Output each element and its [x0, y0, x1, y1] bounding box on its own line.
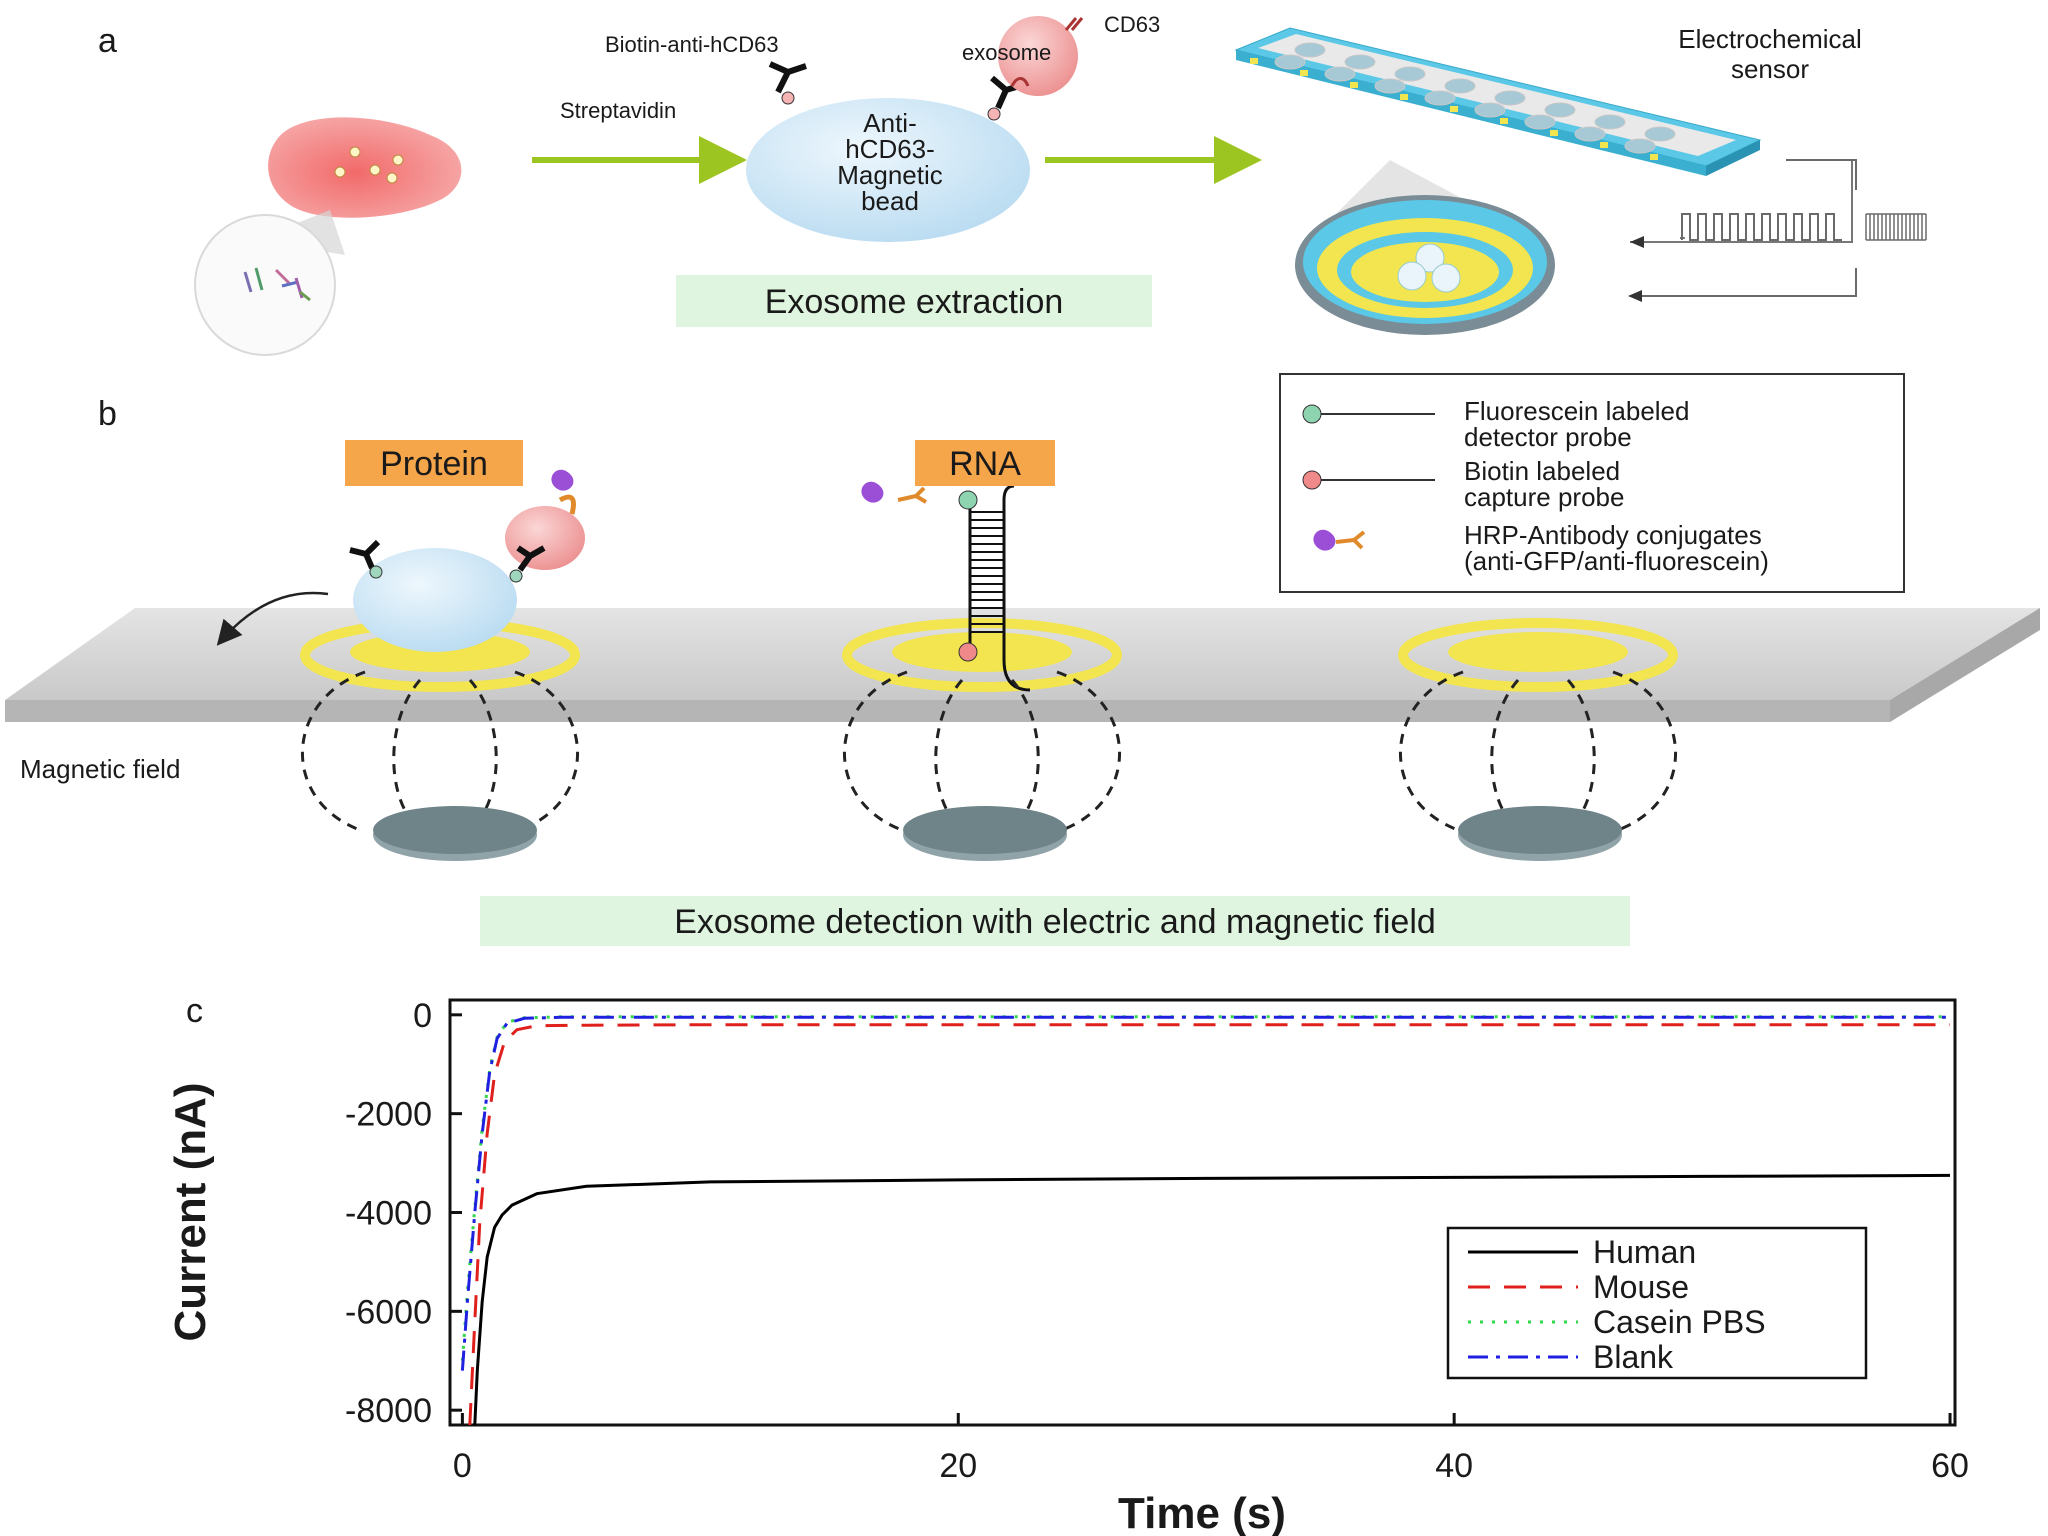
- electrochemical-sensor-chip: [1234, 27, 1762, 176]
- square-wave-visible: [1681, 213, 1842, 241]
- biotin-probe-icon: [1302, 470, 1322, 490]
- legend-3-line-2: (anti-GFP/anti-fluorescein): [1464, 546, 1769, 576]
- y-tick-label: -4000: [345, 1195, 432, 1233]
- panel-a-letter: a: [98, 22, 117, 60]
- panel-c-letter: c: [186, 992, 203, 1030]
- electrode-protein: [216, 469, 585, 692]
- sensor-label-line-1: Electrochemical: [1678, 24, 1862, 54]
- antibody-icon: [768, 61, 807, 94]
- legend-label: Casein PBS: [1593, 1304, 1766, 1340]
- tissue-sample: [194, 117, 462, 356]
- extraction-box: [676, 275, 1152, 327]
- panel-c: c 0 20 40 60 0 -2000 -4000 -6000 -8000 Time (s) …: [166, 992, 1969, 1536]
- legend-1-line-1: Fluorescein labeled: [1464, 396, 1689, 426]
- y-tick-label: 0: [413, 997, 432, 1035]
- sensor-label-line-2: sensor: [1731, 54, 1809, 84]
- panel-a: a Biotin-anti-hCD63 Streptavidin Anti-: [98, 12, 1927, 356]
- y-axis-title: Current (nA): [166, 1082, 215, 1341]
- x-tick-label: 40: [1435, 1447, 1473, 1485]
- x-tick-label: 60: [1931, 1447, 1969, 1485]
- protein-tag-label: Protein: [380, 445, 488, 483]
- panel-b-letter: b: [98, 395, 117, 433]
- bead-label-line-2: hCD63-: [845, 134, 935, 164]
- feedback-loop-line: [1638, 159, 1857, 297]
- hrp-conjugate-icon: [551, 469, 574, 491]
- streptavidin-label: Streptavidin: [560, 98, 676, 123]
- magnified-electrode-well: [1295, 160, 1555, 335]
- probe-legend: Fluorescein labeled detector probe Bioti…: [1279, 373, 1905, 593]
- detection-box: [480, 896, 1630, 946]
- y-tick-label: -8000: [345, 1392, 432, 1430]
- bead-label-line-4: bead: [861, 186, 919, 216]
- feedback-arrowhead: [1628, 290, 1642, 302]
- x-tick-label: 20: [939, 1447, 977, 1485]
- y-tick-label: -2000: [345, 1096, 432, 1134]
- x-tick-label: 0: [453, 1447, 472, 1485]
- legend-label: Human: [1593, 1234, 1696, 1270]
- exosome-label: exosome: [962, 40, 1051, 65]
- fluorescein-probe-icon: [1302, 404, 1322, 424]
- bead-label-line-3: Magnetic: [837, 160, 943, 190]
- legend-2-line-1: Biotin labeled: [1464, 456, 1620, 486]
- rna-tag: [915, 440, 1055, 486]
- legend-1-line-2: detector probe: [1464, 422, 1632, 452]
- legend-label: Mouse: [1593, 1269, 1689, 1305]
- magnet-icons: [373, 806, 1622, 861]
- cd63-label: CD63: [1104, 12, 1160, 37]
- series-line-human: [473, 1173, 1951, 1426]
- bead-label-line-1: Anti-: [863, 108, 916, 138]
- electrode-rna: [842, 481, 1122, 692]
- hrp-antibody-icon: [1313, 529, 1336, 551]
- series-line-mouse: [468, 1023, 1950, 1426]
- dense-pulse-train: [1865, 213, 1927, 241]
- biotin-label: Biotin-anti-hCD63: [605, 32, 779, 57]
- rna-tag-label: RNA: [949, 445, 1021, 483]
- x-axis-title: Time (s): [1118, 1489, 1286, 1536]
- legend-3-line-1: HRP-Antibody conjugates: [1464, 520, 1762, 550]
- exosome-icon: [998, 16, 1084, 96]
- extraction-label: Exosome extraction: [765, 283, 1064, 321]
- magnetic-field-label: Magnetic field: [20, 754, 180, 784]
- legend-label: Blank: [1593, 1339, 1674, 1375]
- protein-tag: [345, 440, 523, 486]
- y-tick-label: -6000: [345, 1293, 432, 1331]
- panel-b: b Protein: [5, 373, 2040, 946]
- magnetic-bead: Anti- hCD63- Magnetic bead: [746, 61, 1030, 242]
- electrode-blank: [1398, 618, 1678, 692]
- detection-label: Exosome detection with electric and magn…: [674, 903, 1436, 941]
- legend-2-line-2: capture probe: [1464, 482, 1624, 512]
- current-time-chart: 0 20 40 60 0 -2000 -4000 -6000 -8000 Time (s) Cu…: [166, 997, 1969, 1536]
